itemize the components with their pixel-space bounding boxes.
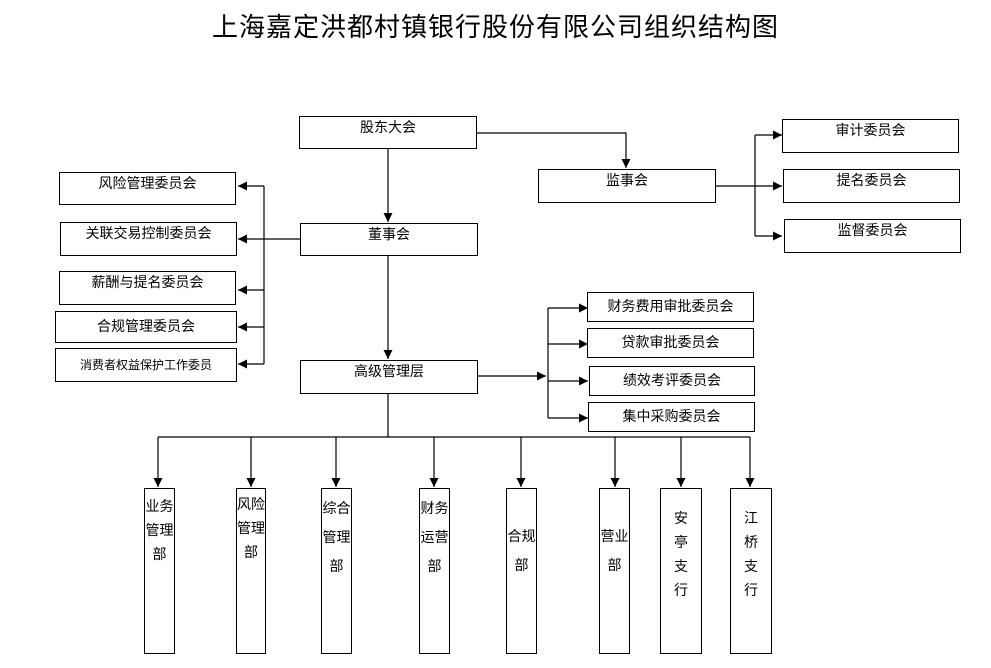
node-dept-general: 综合管理部 (321, 488, 352, 654)
node-loan-approval-committee-label: 贷款审批委员会 (621, 335, 720, 351)
node-risk-committee-label: 风险管理委员会 (98, 176, 197, 192)
node-branch-anting: 安亭支行 (660, 488, 702, 654)
node-shareholders-label: 股东大会 (360, 120, 416, 136)
node-dept-compliance-label: 合规部 (507, 529, 536, 574)
node-performance-committee-label: 绩效考评委员会 (623, 373, 721, 389)
node-supervision-committee: 监督委员会 (784, 219, 961, 253)
node-consumer-committee-label: 消费者权益保护工作委员 (79, 358, 212, 372)
node-remuneration-committee: 薪酬与提名委员会 (59, 271, 236, 305)
node-related-party-committee: 关联交易控制委员会 (60, 222, 237, 256)
node-dept-risk-label: 风险管理部 (237, 497, 265, 561)
node-audit-committee: 审计委员会 (782, 119, 959, 153)
node-risk-committee: 风险管理委员会 (59, 172, 236, 205)
node-nomination-committee-label: 提名委员会 (836, 173, 907, 189)
node-branch-anting-label: 安亭支行 (674, 511, 688, 599)
node-branch-jiangqiao: 江桥支行 (730, 488, 772, 654)
node-loan-approval-committee: 贷款审批委员会 (587, 328, 754, 358)
node-branch-jiangqiao-label: 江桥支行 (744, 511, 758, 599)
node-shareholders: 股东大会 (299, 116, 477, 149)
node-dept-business: 业务管理部 (144, 488, 175, 654)
node-compliance-committee-label: 合规管理委员会 (97, 319, 195, 335)
node-senior-management-label: 高级管理层 (354, 364, 424, 380)
node-finance-approval-committee-label: 财务费用审批委员会 (607, 299, 734, 315)
node-remuneration-committee-label: 薪酬与提名委员会 (91, 275, 204, 291)
node-performance-committee: 绩效考评委员会 (589, 366, 755, 396)
node-dept-general-label: 综合管理部 (322, 501, 351, 575)
node-supervision-committee-label: 监督委员会 (837, 223, 908, 239)
node-dept-operations: 营业部 (599, 488, 630, 654)
node-dept-finance-ops: 财务运营部 (419, 488, 450, 654)
node-related-party-committee-label: 关联交易控制委员会 (85, 226, 212, 242)
node-supervisory-board-label: 监事会 (606, 173, 648, 189)
node-dept-risk: 风险管理部 (236, 488, 266, 654)
node-senior-management: 高级管理层 (300, 360, 478, 394)
node-compliance-committee: 合规管理委员会 (55, 311, 237, 343)
node-procurement-committee: 集中采购委员会 (588, 402, 755, 432)
node-dept-business-label: 业务管理部 (145, 499, 174, 563)
node-finance-approval-committee: 财务费用审批委员会 (587, 292, 754, 322)
node-dept-finance-ops-label: 财务运营部 (420, 501, 449, 575)
node-dept-operations-label: 营业部 (600, 529, 629, 574)
connector-shareholders-supervisory (476, 132, 631, 168)
node-dept-compliance: 合规部 (506, 488, 537, 654)
node-consumer-committee: 消费者权益保护工作委员 (55, 348, 237, 382)
node-board: 董事会 (300, 223, 478, 256)
node-board-label: 董事会 (368, 227, 410, 243)
node-nomination-committee: 提名委员会 (783, 169, 960, 203)
node-audit-committee-label: 审计委员会 (835, 123, 906, 139)
node-supervisory-board: 监事会 (538, 169, 716, 203)
node-procurement-committee-label: 集中采购委员会 (622, 409, 721, 425)
chart-title: 上海嘉定洪都村镇银行股份有限公司组织结构图 (211, 13, 779, 43)
